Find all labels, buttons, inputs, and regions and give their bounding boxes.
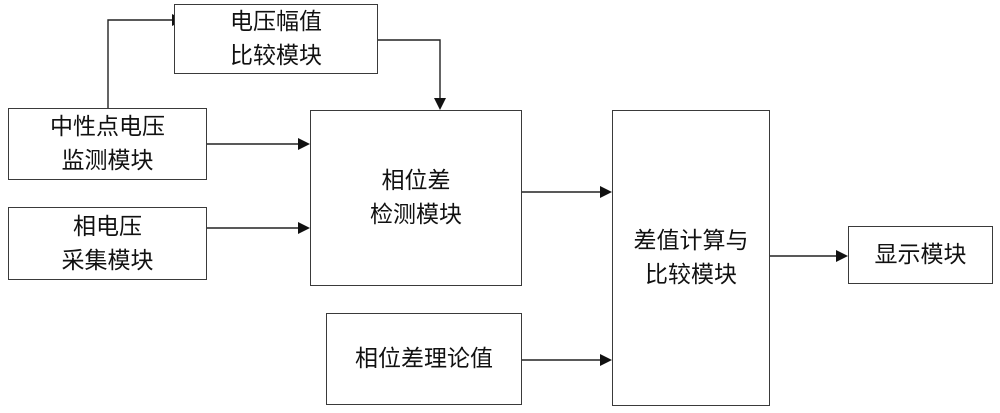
block-label: 差值计算与 比较模块 [634, 224, 749, 292]
arrowhead [600, 354, 612, 366]
voltage-amplitude-compare-block: 电压幅值 比较模块 [174, 4, 378, 74]
phase-voltage-collect-block: 相电压 采集模块 [8, 207, 207, 280]
block-label-line-2: 采集模块 [61, 247, 154, 274]
block-label-line-2: 监测模块 [61, 148, 154, 174]
display-block: 显示模块 [848, 226, 993, 284]
block-label-line-1: 相位差理论值 [355, 346, 493, 372]
arrow-neutral-to-amplitude [107, 19, 172, 108]
arrowhead [434, 98, 446, 110]
block-label-line-1: 电压幅值 [230, 9, 322, 35]
block-label: 相位差 检测模块 [370, 164, 462, 232]
arrowhead [298, 138, 310, 150]
phase-difference-theory-block: 相位差理论值 [326, 313, 522, 405]
block-label: 显示模块 [875, 238, 967, 272]
block-label-line-1: 相位差 [381, 168, 451, 194]
arrow-amplitude-to-detect [378, 39, 441, 98]
block-label-line-2: 比较模块 [645, 262, 737, 288]
block-label-line-1: 显示模块 [874, 242, 967, 268]
block-label-line-1: 差值计算与 [633, 228, 749, 254]
arrowhead [298, 222, 310, 234]
phase-difference-detect-block: 相位差 检测模块 [310, 110, 522, 286]
neutral-voltage-monitor-block: 中性点电压 监测模块 [8, 108, 207, 180]
block-label-line-1: 中性点电压 [50, 114, 165, 140]
block-label: 相电压 采集模块 [62, 210, 154, 278]
arrowhead [836, 250, 848, 262]
block-label-line-2: 检测模块 [370, 202, 462, 228]
difference-calc-compare-block: 差值计算与 比较模块 [612, 110, 770, 406]
block-label-line-1: 相电压 [73, 213, 142, 240]
block-label: 电压幅值 比较模块 [230, 5, 322, 73]
arrowhead [600, 186, 612, 198]
block-label-line-2: 比较模块 [230, 43, 322, 69]
block-label: 相位差理论值 [355, 342, 493, 376]
block-label: 中性点电压 监测模块 [50, 110, 165, 178]
